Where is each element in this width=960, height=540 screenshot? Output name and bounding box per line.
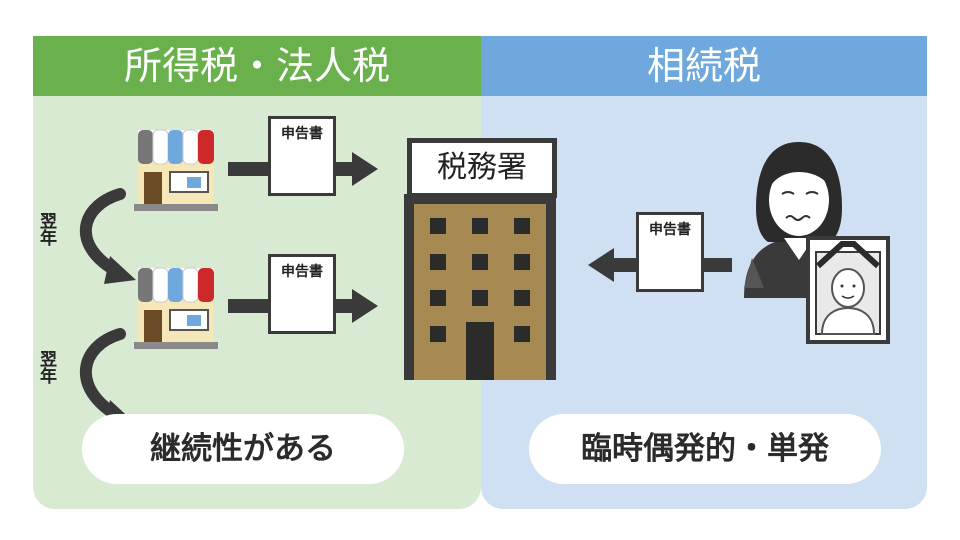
document-label: 申告書	[281, 264, 323, 280]
left-panel-header: 所得税・法人税	[33, 36, 481, 96]
left-caption: 継続性がある	[82, 414, 404, 484]
shop-icon	[134, 129, 218, 211]
right-panel-header: 相続税	[481, 36, 927, 96]
document-icon: 申告書	[268, 254, 336, 334]
left-panel-title: 所得税・法人税	[123, 44, 390, 88]
document-label: 申告書	[649, 222, 691, 238]
year-label-text: 翌年	[36, 350, 56, 384]
document-icon: 申告書	[268, 116, 336, 196]
right-panel-title: 相続税	[646, 44, 761, 88]
tax-office-sign: 税務署	[407, 138, 557, 198]
year-label: 翌年	[33, 212, 56, 254]
year-label: 翌年	[33, 350, 56, 392]
document-label: 申告書	[281, 126, 323, 142]
year-label-text: 翌年	[36, 212, 56, 246]
shop-icon	[134, 267, 218, 349]
right-caption: 臨時偶発的・単発	[529, 414, 881, 484]
memorial-portrait-icon	[806, 236, 890, 344]
curved-arrow-icon	[80, 188, 136, 284]
document-icon: 申告書	[636, 212, 704, 292]
grieving-woman-icon	[744, 142, 854, 298]
tax-office-building-icon	[404, 194, 556, 380]
